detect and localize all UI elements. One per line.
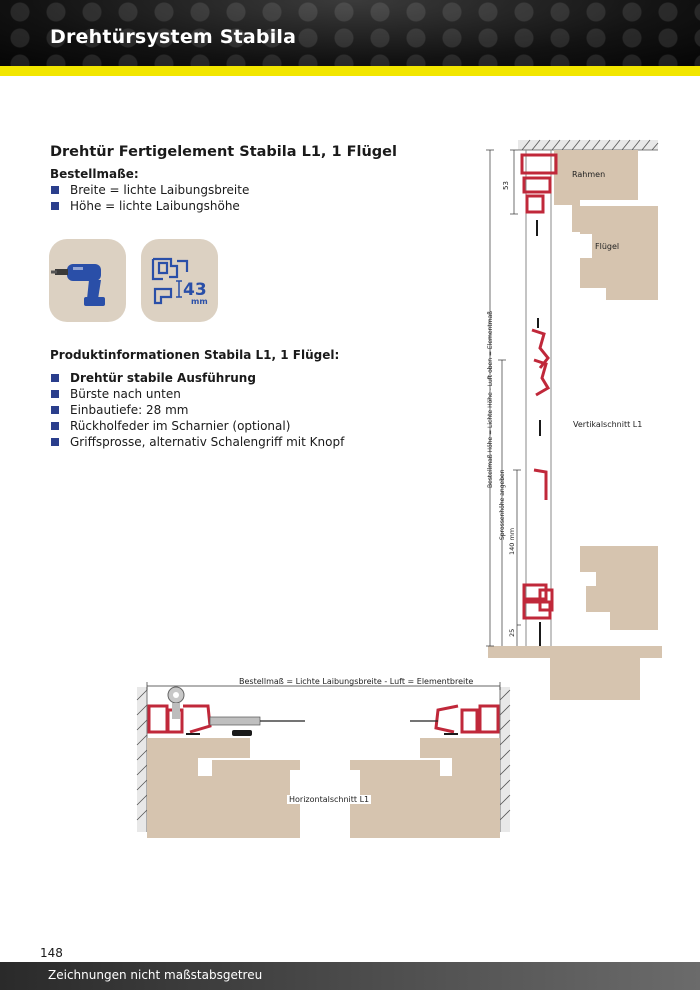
horizontal-section-caption: Horizontalschnitt L1 — [287, 795, 372, 804]
drill-icon — [51, 264, 105, 306]
list-item: Rückholfeder im Scharnier (optional) — [50, 418, 344, 434]
product-info-label: Produktinformationen Stabila L1, 1 Flüge… — [50, 348, 340, 362]
list-item: Einbautiefe: 28 mm — [50, 402, 344, 418]
label-rahmen: Rahmen — [572, 170, 606, 179]
list-item: Bürste nach unten — [50, 386, 344, 402]
profile-depth-icon: 43 mm — [151, 257, 208, 306]
dimension-height-label: Bestellmaß Höhe = Lichte Höhe - Luft obe… — [487, 311, 494, 488]
installation-depth-value: 43 — [183, 280, 207, 300]
page-title: Drehtürsystem Stabila — [50, 26, 297, 48]
page-footer: Zeichnungen nicht maßstabsgetreu — [0, 962, 700, 990]
dimension-sprosse-label: Sprossenhöhe angeben — [499, 469, 506, 540]
order-dimensions-list: Breite = lichte Laibungsbreite Höhe = li… — [50, 182, 249, 214]
product-info-list: Drehtür stabile Ausführung Bürste nach u… — [50, 370, 344, 450]
horizontal-dimension-label: Bestellmaß = Lichte Laibungsbreite - Luf… — [239, 677, 474, 686]
page-number: 148 — [40, 946, 63, 960]
dimension-53: 53 — [502, 181, 510, 190]
installation-depth-unit: mm — [191, 297, 208, 306]
dimension-140: 140 mm — [508, 528, 516, 555]
page-header: Drehtürsystem Stabila — [0, 0, 700, 66]
footer-note: Zeichnungen nicht maßstabsgetreu — [48, 968, 263, 982]
installation-depth-icon-tile: 43 mm — [141, 239, 218, 322]
dimension-25: 25 — [508, 629, 516, 637]
list-item: Höhe = lichte Laibungshöhe — [50, 198, 249, 214]
list-item: Griffsprosse, alternativ Schalengriff mi… — [50, 434, 344, 450]
list-item: Breite = lichte Laibungsbreite — [50, 182, 249, 198]
order-dimensions-label: Bestellmaße: — [50, 167, 139, 181]
section-title: Drehtür Fertigelement Stabila L1, 1 Flüg… — [50, 144, 397, 160]
list-item: Drehtür stabile Ausführung — [50, 370, 344, 386]
label-fluegel: Flügel — [595, 242, 620, 251]
vertical-section-caption: Vertikalschnitt L1 — [573, 420, 643, 429]
header-accent-band — [0, 66, 700, 76]
drill-icon-tile — [49, 239, 126, 322]
